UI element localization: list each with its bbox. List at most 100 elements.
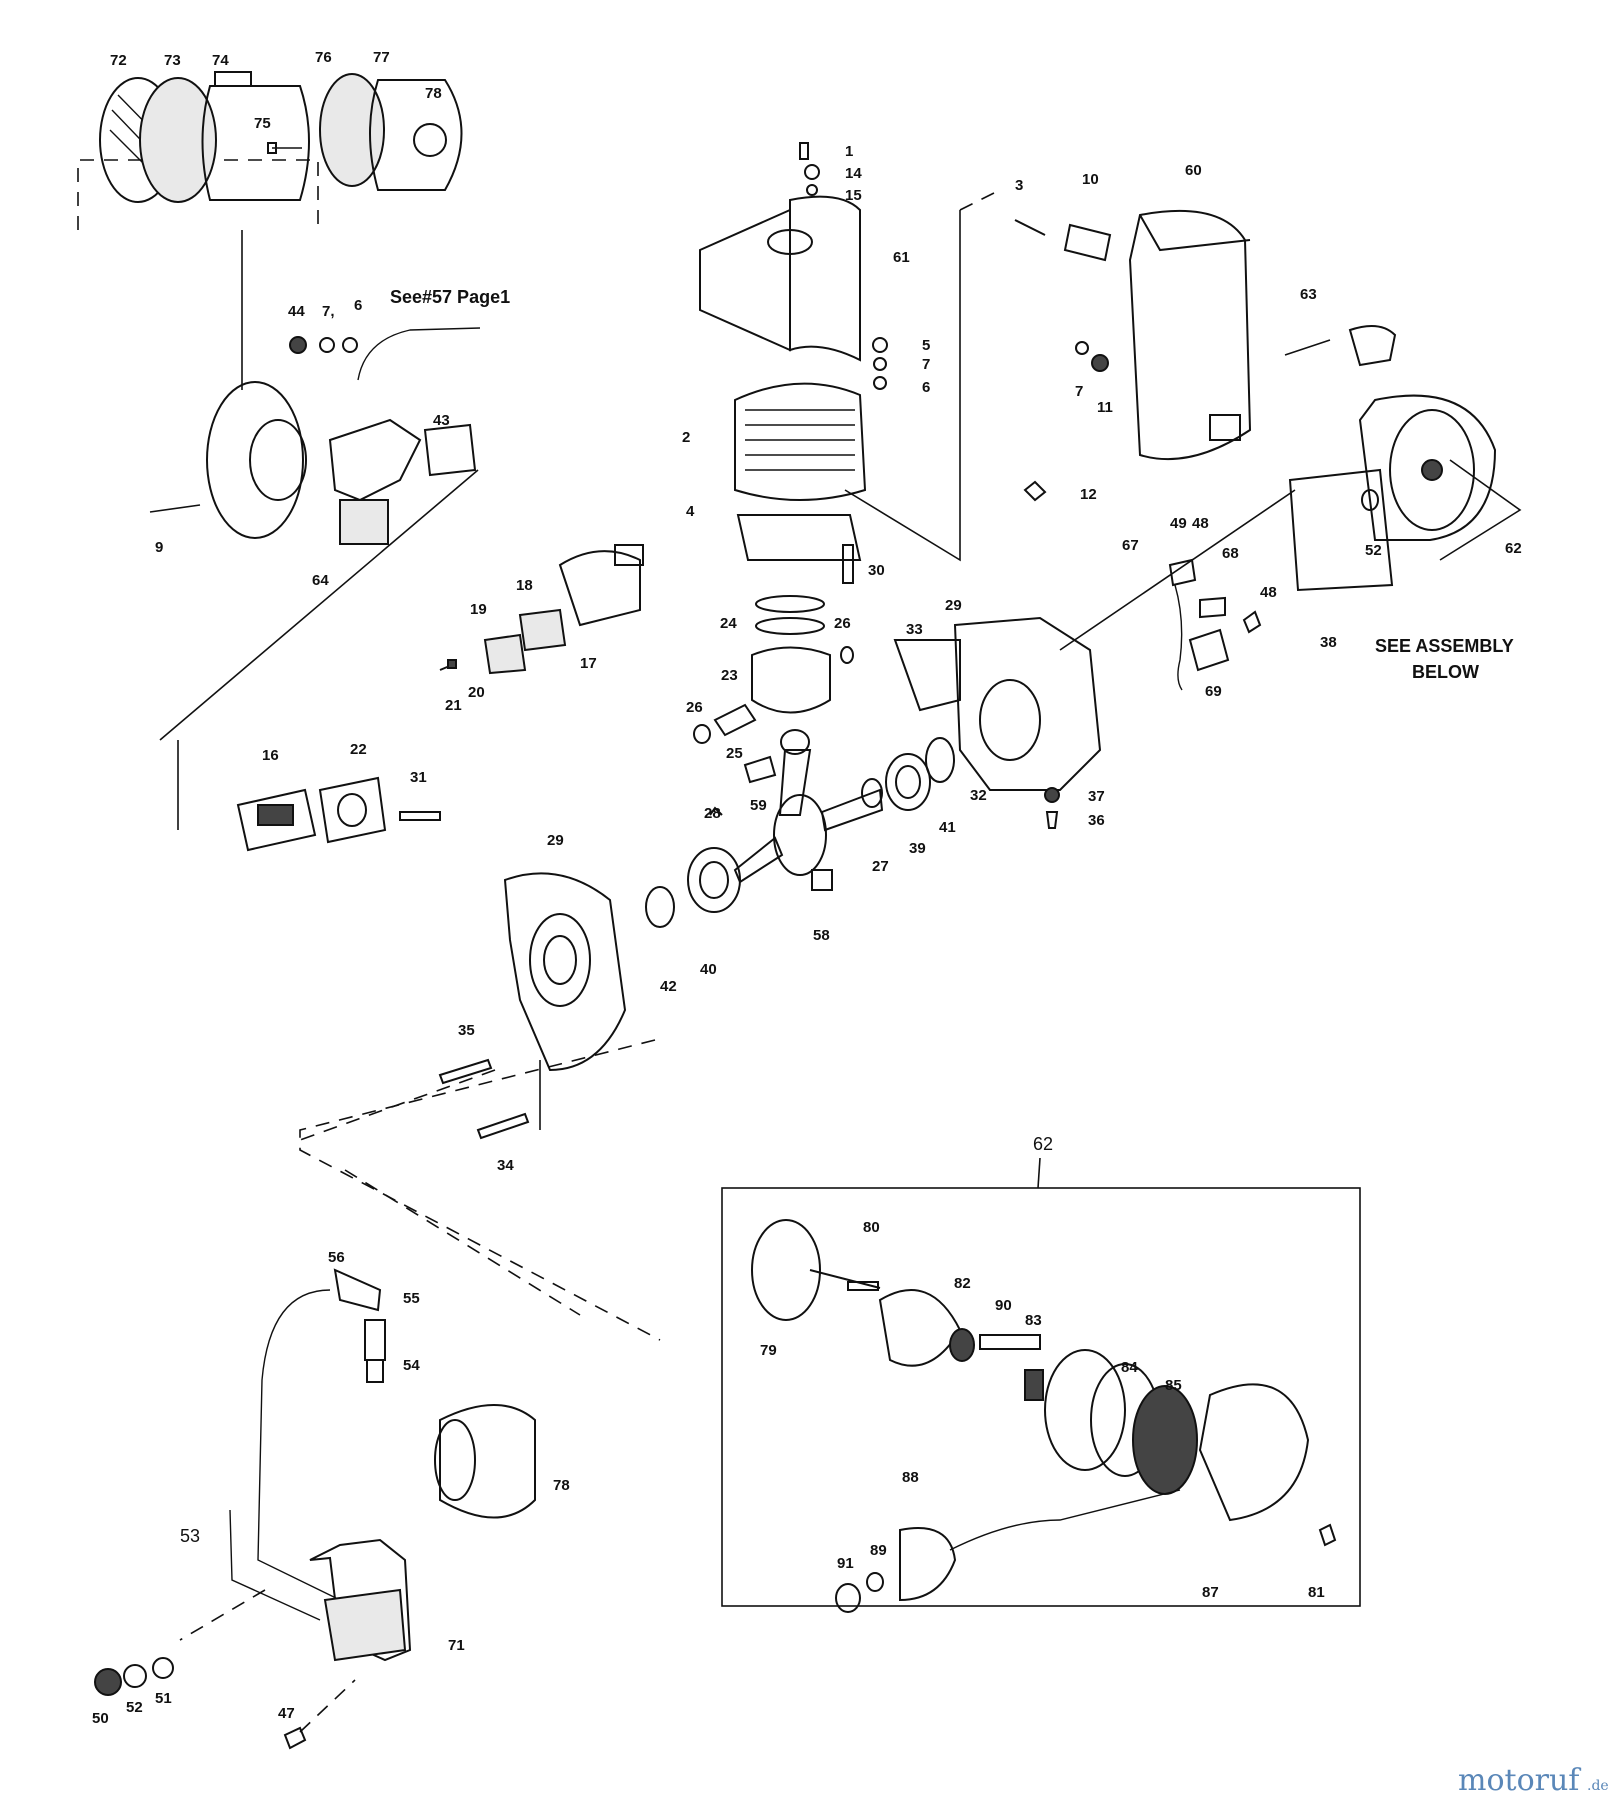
callout-7b: 7 xyxy=(922,356,930,373)
callout-69: 69 xyxy=(1205,683,1222,700)
starter-cup xyxy=(1198,1383,1310,1522)
bolt-34 xyxy=(476,1112,530,1140)
recoil-spring xyxy=(1132,1385,1198,1495)
callout-labels: 72 73 74 75 76 77 78 1 14 15 61 3 10 60 … xyxy=(92,49,1522,1727)
intake-gasket xyxy=(318,776,387,844)
callout-82: 82 xyxy=(954,1275,971,1292)
crank-shaft-right xyxy=(820,788,884,832)
callout-91: 91 xyxy=(837,1555,854,1572)
starter-plate xyxy=(878,1289,962,1367)
callout-35: 35 xyxy=(458,1022,475,1039)
callout-5: 5 xyxy=(922,337,930,354)
callout-4: 4 xyxy=(686,503,695,520)
stud-31 xyxy=(399,811,441,821)
callout-59: 59 xyxy=(750,797,767,814)
callout-33: 33 xyxy=(906,621,923,638)
callout-10: 10 xyxy=(1082,171,1099,188)
seal-41 xyxy=(925,737,955,783)
ignition-switch xyxy=(1168,558,1197,587)
callout-89: 89 xyxy=(870,1542,887,1559)
watermark-suffix: .de xyxy=(1587,1778,1609,1794)
callout-54: 54 xyxy=(403,1357,420,1374)
starter-gasket xyxy=(1288,468,1394,592)
washer-6 xyxy=(342,337,358,353)
ignition-terminal xyxy=(1199,596,1226,619)
callout-81: 81 xyxy=(1308,1584,1325,1601)
callout-83: 83 xyxy=(1025,1312,1042,1329)
starter-pulley xyxy=(751,1219,821,1321)
reed-plate xyxy=(483,633,527,675)
callout-76: 76 xyxy=(315,49,332,66)
callout-6b: 6 xyxy=(922,379,930,396)
crankcase-left xyxy=(503,872,627,1072)
callout-79: 79 xyxy=(760,1342,777,1359)
callout-20: 20 xyxy=(468,684,485,701)
starter-handle xyxy=(1348,325,1397,367)
callout-29b: 29 xyxy=(547,832,564,849)
spark-boot xyxy=(333,1268,382,1312)
pawls-90 xyxy=(979,1334,1041,1350)
callout-71: 71 xyxy=(448,1637,465,1654)
callout-52b: 52 xyxy=(126,1699,143,1716)
intake-group xyxy=(236,544,644,852)
air-filter-tab xyxy=(214,71,252,87)
shroud-screw xyxy=(799,142,809,160)
callout-2: 2 xyxy=(682,429,690,446)
piston-ring-bottom xyxy=(755,617,825,635)
carburetor-bowl xyxy=(339,499,389,545)
seal-27 xyxy=(861,778,883,808)
callout-68: 68 xyxy=(1222,545,1239,562)
callout-67: 67 xyxy=(1122,537,1139,554)
callout-63: 63 xyxy=(1300,286,1317,303)
callout-48: 48 xyxy=(1192,515,1209,532)
crank-web xyxy=(773,794,827,876)
callout-25: 25 xyxy=(726,745,743,762)
crankcase-right xyxy=(953,616,1102,791)
callout-43: 43 xyxy=(433,412,450,429)
piston-clip xyxy=(840,646,854,664)
callout-42: 42 xyxy=(660,978,677,995)
callout-24: 24 xyxy=(720,615,737,632)
callout-7: 7, xyxy=(322,303,335,320)
callout-26: 26 xyxy=(834,615,851,632)
cylinder xyxy=(734,382,867,501)
callout-56: 56 xyxy=(328,1249,345,1266)
washer-82 xyxy=(949,1328,975,1362)
spring-83 xyxy=(1024,1369,1044,1401)
callout-64: 64 xyxy=(312,572,329,589)
callout-1: 1 xyxy=(845,143,853,160)
callout-77: 77 xyxy=(373,49,390,66)
nut-44 xyxy=(289,336,307,354)
stud-30 xyxy=(842,544,854,584)
callout-6: 6 xyxy=(354,297,362,314)
air-filter-housing xyxy=(201,85,310,201)
shroud-washer xyxy=(804,164,820,180)
cylinder-shroud xyxy=(789,195,861,362)
bolt-35 xyxy=(438,1058,493,1085)
ignition-clip xyxy=(1188,628,1230,672)
callout-44: 44 xyxy=(288,303,305,320)
muffler-group xyxy=(959,189,1252,502)
carburetor-body xyxy=(328,418,422,502)
piston-ring-top xyxy=(755,595,825,613)
air-filter-group xyxy=(77,71,481,830)
callout-87: 87 xyxy=(1202,1584,1219,1601)
watermark-logo: motoruf .de xyxy=(1458,1763,1609,1798)
callout-27: 27 xyxy=(872,858,889,875)
callout-23: 23 xyxy=(721,667,738,684)
callout-14: 14 xyxy=(845,165,862,182)
callout-90: 90 xyxy=(995,1297,1012,1314)
starter-handle-grip xyxy=(899,1527,957,1602)
magneto-group xyxy=(94,1268,536,1750)
bearing-39 xyxy=(885,753,931,811)
callout-36: 36 xyxy=(1088,812,1105,829)
air-filter-screen xyxy=(139,77,217,203)
callout-62: 62 xyxy=(1505,540,1522,557)
muffler-nut xyxy=(1091,354,1109,372)
needle-bearing xyxy=(743,755,777,784)
callout-34: 34 xyxy=(497,1157,514,1174)
callout-18: 18 xyxy=(516,577,533,594)
callout-50: 50 xyxy=(92,1710,109,1727)
muffler-bolt xyxy=(1023,480,1047,502)
